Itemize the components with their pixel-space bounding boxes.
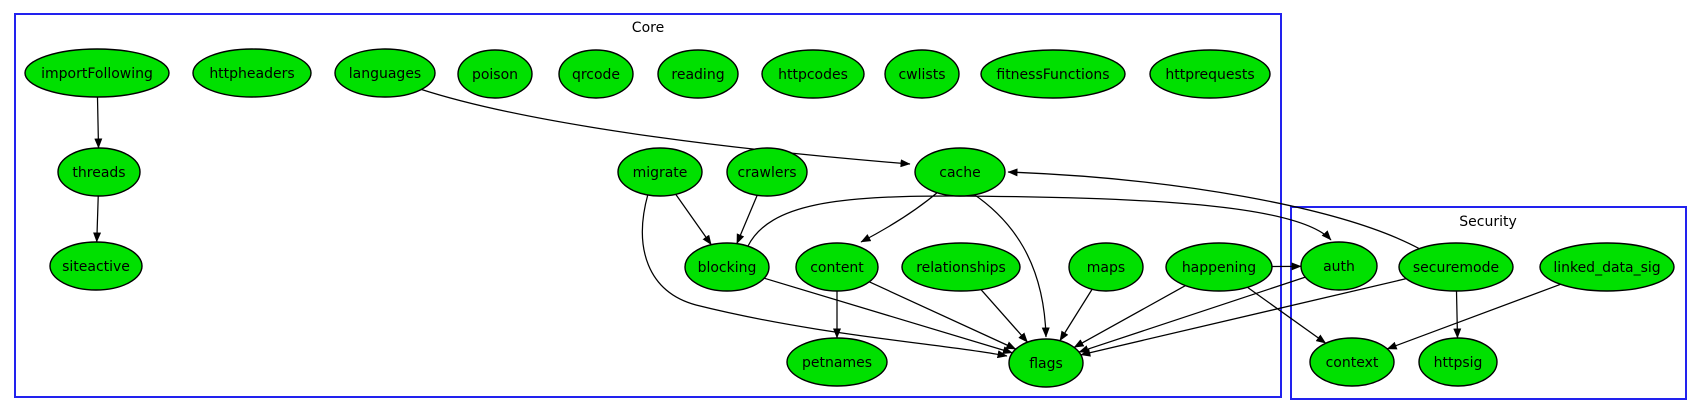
edge-linked_data_sig-context	[1387, 284, 1560, 349]
node-cache: cache	[915, 148, 1005, 196]
node-cache-label: cache	[939, 165, 980, 181]
node-cwlists: cwlists	[885, 50, 959, 98]
node-migrate: migrate	[618, 148, 702, 196]
node-siteactive-label: siteactive	[62, 259, 130, 275]
node-reading: reading	[658, 50, 738, 98]
node-petnames: petnames	[787, 338, 887, 386]
edge-relationships-flags	[981, 290, 1028, 343]
edge-happening-flags	[1074, 286, 1185, 348]
node-content-label: content	[810, 260, 864, 276]
node-maps-label: maps	[1087, 260, 1125, 276]
edge-maps-flags	[1060, 289, 1092, 341]
node-linked_data_sig: linked_data_sig	[1540, 243, 1674, 291]
edge-securemode-cache	[1008, 172, 1420, 249]
node-auth-label: auth	[1323, 259, 1355, 275]
node-blocking: blocking	[685, 243, 769, 291]
node-context-label: context	[1326, 355, 1379, 371]
node-httpsig: httpsig	[1419, 338, 1497, 386]
edge-migrate-blocking	[676, 194, 712, 244]
node-threads: threads	[58, 148, 140, 196]
node-flags-label: flags	[1029, 356, 1063, 372]
cluster-security-label: Security	[1459, 214, 1517, 230]
node-flags: flags	[1009, 339, 1083, 387]
node-poison-label: poison	[472, 67, 518, 83]
cluster-core-label: Core	[632, 20, 664, 36]
node-migrate-label: migrate	[633, 165, 688, 181]
edge-importFollowing-threads	[97, 97, 98, 148]
node-securemode: securemode	[1399, 243, 1513, 291]
node-happening: happening	[1166, 243, 1272, 291]
node-httprequests: httprequests	[1150, 50, 1270, 98]
node-cwlists-label: cwlists	[898, 67, 945, 83]
node-maps: maps	[1069, 243, 1143, 291]
node-relationships-label: relationships	[916, 260, 1006, 276]
edge-content-flags	[869, 282, 1016, 349]
node-importFollowing-label: importFollowing	[41, 66, 153, 82]
edge-blocking-auth	[748, 196, 1331, 246]
node-languages: languages	[335, 49, 435, 97]
node-httpheaders: httpheaders	[193, 49, 311, 97]
node-relationships: relationships	[902, 243, 1020, 291]
node-importFollowing: importFollowing	[25, 49, 169, 97]
node-crawlers: crawlers	[727, 148, 807, 196]
node-reading-label: reading	[671, 67, 724, 83]
node-crawlers-label: crawlers	[737, 165, 796, 181]
edge-happening-context	[1247, 287, 1325, 343]
node-context: context	[1310, 338, 1394, 386]
node-linked_data_sig-label: linked_data_sig	[1553, 260, 1660, 276]
node-siteactive: siteactive	[50, 242, 142, 290]
node-poison: poison	[458, 50, 532, 98]
node-httprequests-label: httprequests	[1165, 67, 1254, 83]
node-httpheaders-label: httpheaders	[209, 66, 294, 82]
node-fitnessFunctions-label: fitnessFunctions	[996, 67, 1109, 83]
edge-cache-content	[861, 192, 938, 242]
edge-threads-siteactive	[97, 196, 98, 242]
node-auth: auth	[1301, 242, 1377, 290]
node-fitnessFunctions: fitnessFunctions	[981, 50, 1125, 98]
node-blocking-label: blocking	[698, 260, 757, 276]
node-threads-label: threads	[72, 165, 125, 181]
node-httpcodes: httpcodes	[762, 50, 864, 98]
node-languages-label: languages	[349, 66, 421, 82]
node-content: content	[796, 243, 878, 291]
node-qrcode-label: qrcode	[572, 67, 620, 83]
node-qrcode: qrcode	[559, 50, 633, 98]
node-securemode-label: securemode	[1413, 260, 1499, 276]
node-happening-label: happening	[1182, 260, 1256, 276]
node-httpcodes-label: httpcodes	[778, 67, 848, 83]
edge-securemode-httpsig	[1457, 291, 1458, 338]
node-petnames-label: petnames	[802, 355, 872, 371]
node-httpsig-label: httpsig	[1434, 355, 1483, 371]
